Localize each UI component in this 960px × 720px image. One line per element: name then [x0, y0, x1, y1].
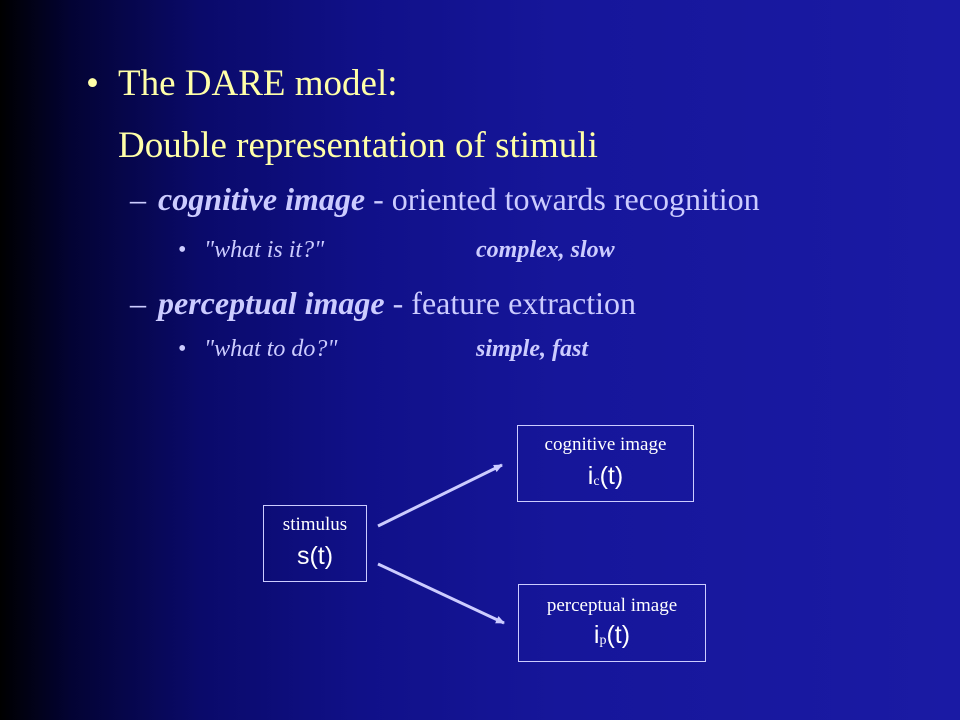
symbol-base: i [593, 621, 600, 649]
perceptual-question-text: "what to do?" [204, 336, 338, 362]
stimulus-label: stimulus [282, 514, 348, 535]
arrow-to-cognitive [377, 463, 503, 528]
stimulus-box: stimulus s(t) [263, 505, 367, 582]
cognitive-traits: complex, slow [476, 237, 615, 263]
perceptual-image-term: perceptual image [158, 285, 385, 321]
cognitive-question-text: "what is it?" [204, 237, 325, 263]
sub-bullet: • [178, 237, 187, 263]
symbol-subscript: p [599, 633, 607, 648]
symbol-argument: (t) [599, 462, 624, 490]
perceptual-question: • "what to do?" [178, 336, 338, 363]
heading-line-1: • The DARE model: [86, 62, 398, 105]
perceptual-image-description: - feature extraction [384, 285, 637, 321]
dash: – [130, 181, 146, 217]
perceptual-image-label: perceptual image [546, 595, 678, 616]
perceptual-image-box: perceptual image ip(t) [518, 584, 706, 662]
cognitive-image-label: cognitive image [544, 434, 667, 455]
arrow-to-perceptual [377, 562, 505, 625]
cognitive-image-description: - oriented towards recognition [365, 181, 760, 217]
perceptual-image-item: –perceptual image - feature extraction [130, 285, 636, 322]
symbol-argument: (t) [606, 621, 631, 649]
cognitive-question: • "what is it?" [178, 237, 324, 264]
perceptual-traits: simple, fast [476, 336, 588, 362]
bullet: • [86, 63, 99, 104]
heading-line-2: Double representation of stimuli [118, 125, 598, 166]
sub-bullet: • [178, 336, 187, 362]
cognitive-image-term: cognitive image [158, 181, 366, 217]
cognitive-image-item: –cognitive image - oriented towards reco… [130, 181, 760, 218]
symbol-subscript: c [593, 474, 600, 489]
symbol-base: i [587, 462, 594, 490]
dash: – [130, 285, 146, 321]
perceptual-image-symbol: ip(t) [519, 621, 705, 650]
cognitive-image-box: cognitive image ic(t) [517, 425, 694, 502]
stimulus-symbol: s(t) [296, 542, 334, 570]
cognitive-image-symbol: ic(t) [518, 462, 693, 491]
heading-text-1: The DARE model: [118, 63, 398, 104]
